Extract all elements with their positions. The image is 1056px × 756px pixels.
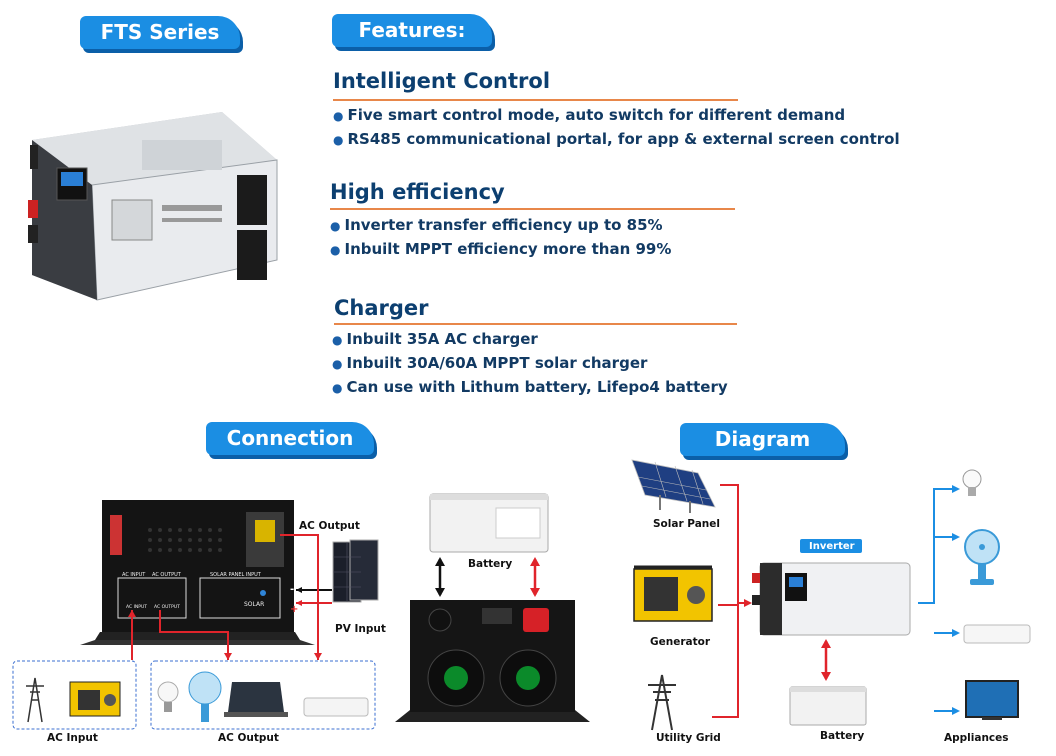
label-inverter: Inverter	[809, 541, 855, 552]
connection-title: Connection	[226, 426, 354, 450]
panel-label-ac-output-small: AC OUTPUT	[154, 604, 180, 610]
panel-label-ac-output: AC OUTPUT	[152, 572, 182, 578]
diagram-title: Diagram	[714, 427, 811, 451]
ac-output-box	[150, 660, 376, 730]
panel-label-solar-input: SOLAR PANEL INPUT	[210, 572, 262, 578]
section-title-charger: Charger	[334, 296, 429, 320]
utility-grid-icon	[648, 674, 676, 731]
section-rule	[330, 208, 735, 210]
ac-input-box	[12, 660, 137, 730]
inverter-product-image	[28, 112, 278, 301]
feature-item: Inverter transfer efficiency up to 85%	[330, 216, 662, 234]
panel-label-ac-input-small: AC INPUT	[126, 604, 147, 610]
solar-panel-icon	[631, 459, 716, 513]
inverter-label-badge	[800, 539, 862, 553]
feature-item: Inbuilt MPPT efficiency more than 99%	[330, 240, 671, 258]
label-battery-diagram: Battery	[820, 730, 865, 742]
features-title: Features:	[358, 18, 466, 42]
system-diagram	[631, 459, 1031, 731]
label-ac-output-top: AC Output	[299, 520, 360, 532]
bulb-icon	[962, 469, 982, 496]
battery-icon-diagram	[789, 686, 867, 726]
generator-icon-diagram	[633, 565, 713, 622]
connection-title-badge: Connection	[206, 422, 374, 455]
section-rule	[334, 323, 737, 325]
label-solar-panel: Solar Panel	[653, 518, 720, 530]
feature-item: Inbuilt 30A/60A MPPT solar charger	[332, 354, 647, 372]
label-battery-connection: Battery	[468, 558, 513, 570]
label-utility-grid: Utility Grid	[656, 732, 721, 744]
utility-pylon-icon	[26, 677, 44, 723]
label-appliances: Appliances	[944, 732, 1009, 744]
air-conditioner-icon	[963, 624, 1031, 644]
panel-label-ac-input: AC INPUT	[122, 572, 146, 578]
section-title-intelligent-control: Intelligent Control	[333, 69, 551, 93]
series-title-badge: FTS Series	[80, 16, 240, 49]
tv-icon	[965, 680, 1019, 720]
label-ac-input: AC Input	[47, 732, 98, 744]
feature-item: RS485 communicational portal, for app & …	[333, 130, 899, 148]
connection-diagram: AC INPUT AC OUTPUT SOLAR PANEL INPUT AC …	[12, 493, 590, 730]
label-pv-input: PV Input	[335, 623, 386, 635]
section-title-high-efficiency: High efficiency	[330, 180, 505, 204]
section-rule	[333, 99, 738, 101]
feature-item: Five smart control mode, auto switch for…	[333, 106, 845, 124]
label-generator: Generator	[650, 636, 711, 648]
inverter-diagram-box	[759, 562, 911, 636]
diagram-title-badge: Diagram	[680, 423, 845, 456]
pv-panel-icon	[332, 539, 379, 603]
panel-sign-minus: -	[290, 584, 294, 595]
panel-label-solar: SOLAR	[244, 601, 264, 608]
fan-icon-diagram	[964, 529, 1000, 585]
feature-item: Can use with Lithum battery, Lifepo4 bat…	[332, 378, 727, 396]
features-title-badge: Features:	[332, 14, 492, 47]
fan-icon	[188, 671, 222, 705]
panel-sign-plus: +	[290, 604, 298, 615]
feature-item: Inbuilt 35A AC charger	[332, 330, 537, 348]
label-ac-output-bottom: AC Output	[218, 732, 279, 744]
series-title: FTS Series	[100, 20, 220, 44]
generator-icon	[69, 681, 121, 717]
